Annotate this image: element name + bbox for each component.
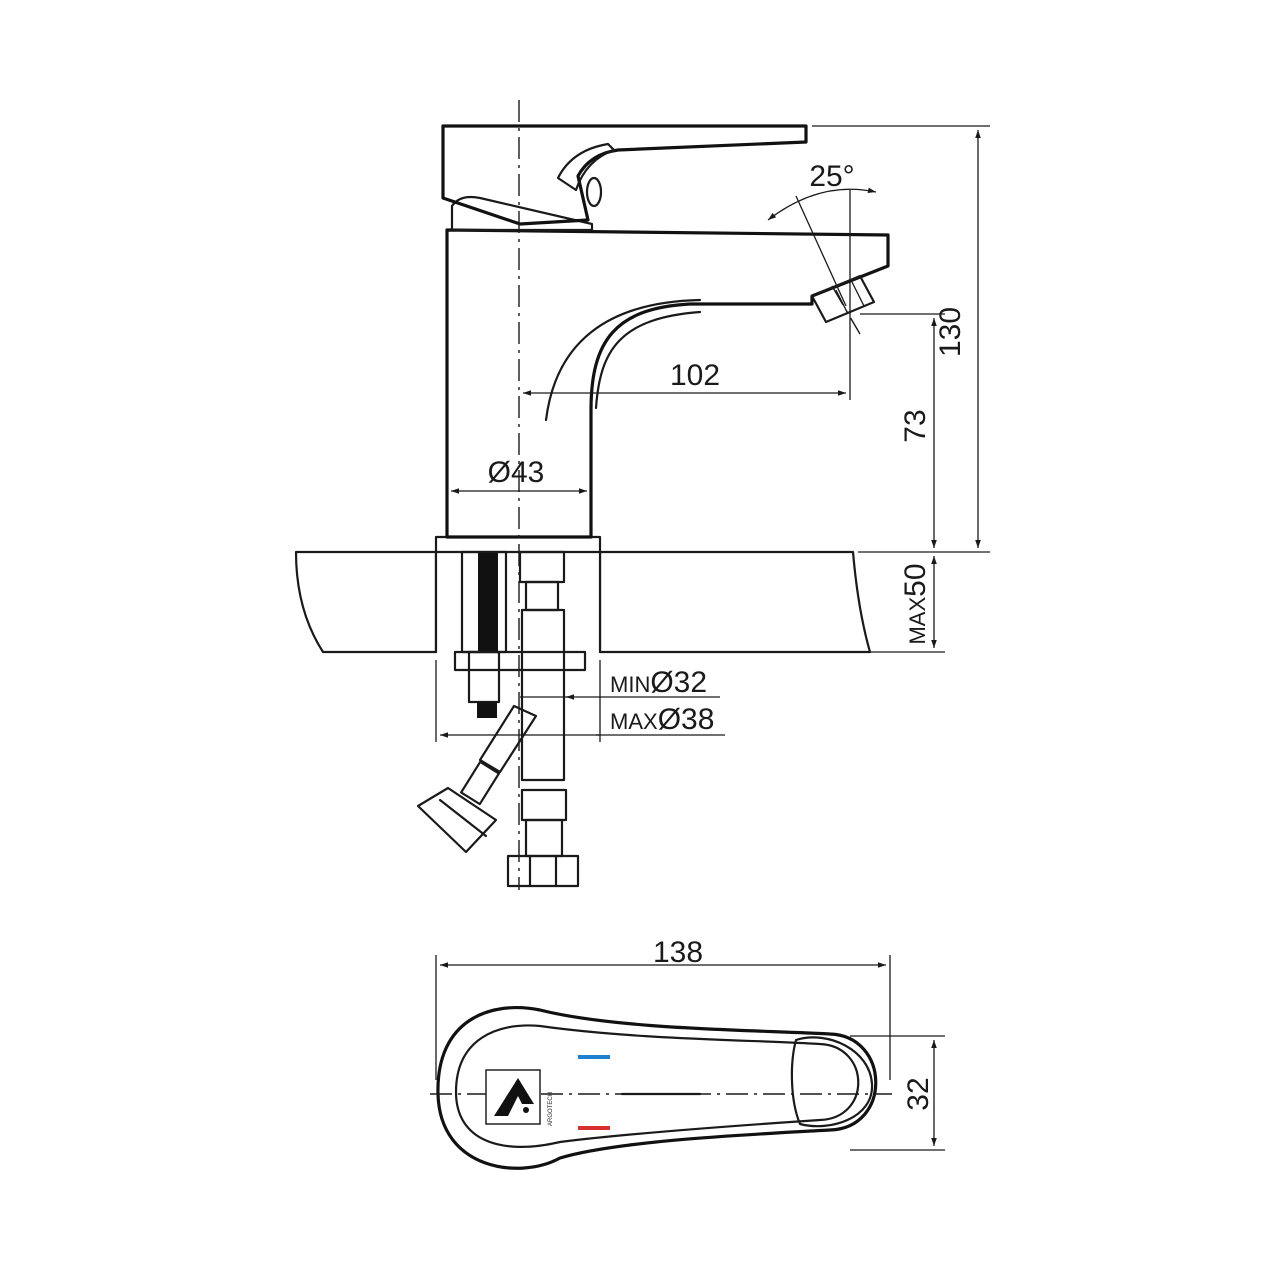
dim-top-length: 138 — [653, 936, 703, 969]
cold-supply-hose — [518, 550, 566, 782]
top-outline — [436, 1006, 878, 1170]
dim-reach: 102 — [670, 359, 720, 392]
brand-logo: ARGOTECH — [485, 1069, 554, 1126]
lever-tip — [790, 1036, 874, 1128]
dim-max-counter: MAX50 — [899, 563, 932, 644]
dim-max-hole: MAXØ38 — [610, 703, 714, 736]
dim-body-diameter: Ø43 — [488, 456, 545, 489]
top-view: ARGOTECH 138 32 — [430, 936, 945, 1170]
side-view: 130 73 MAX50 102 Ø43 25° MINØ32 MAXØ38 — [294, 100, 990, 890]
dim-top-width: 32 — [902, 1077, 935, 1110]
faucet-body — [445, 228, 890, 539]
dim-spout-height: 73 — [899, 409, 932, 442]
dim-total-height: 130 — [934, 307, 967, 357]
brand-text: ARGOTECH — [548, 1092, 554, 1126]
dim-lever-angle: 25° — [809, 160, 854, 193]
base-washer — [434, 535, 602, 554]
dimension-lines — [440, 130, 981, 738]
hose-connectors — [416, 704, 580, 888]
lever-handle — [441, 124, 808, 232]
extension-lines — [435, 125, 990, 742]
dim-min-hole: MINØ32 — [610, 666, 707, 699]
countertop-section — [294, 550, 872, 654]
mounting-plate — [453, 650, 587, 672]
